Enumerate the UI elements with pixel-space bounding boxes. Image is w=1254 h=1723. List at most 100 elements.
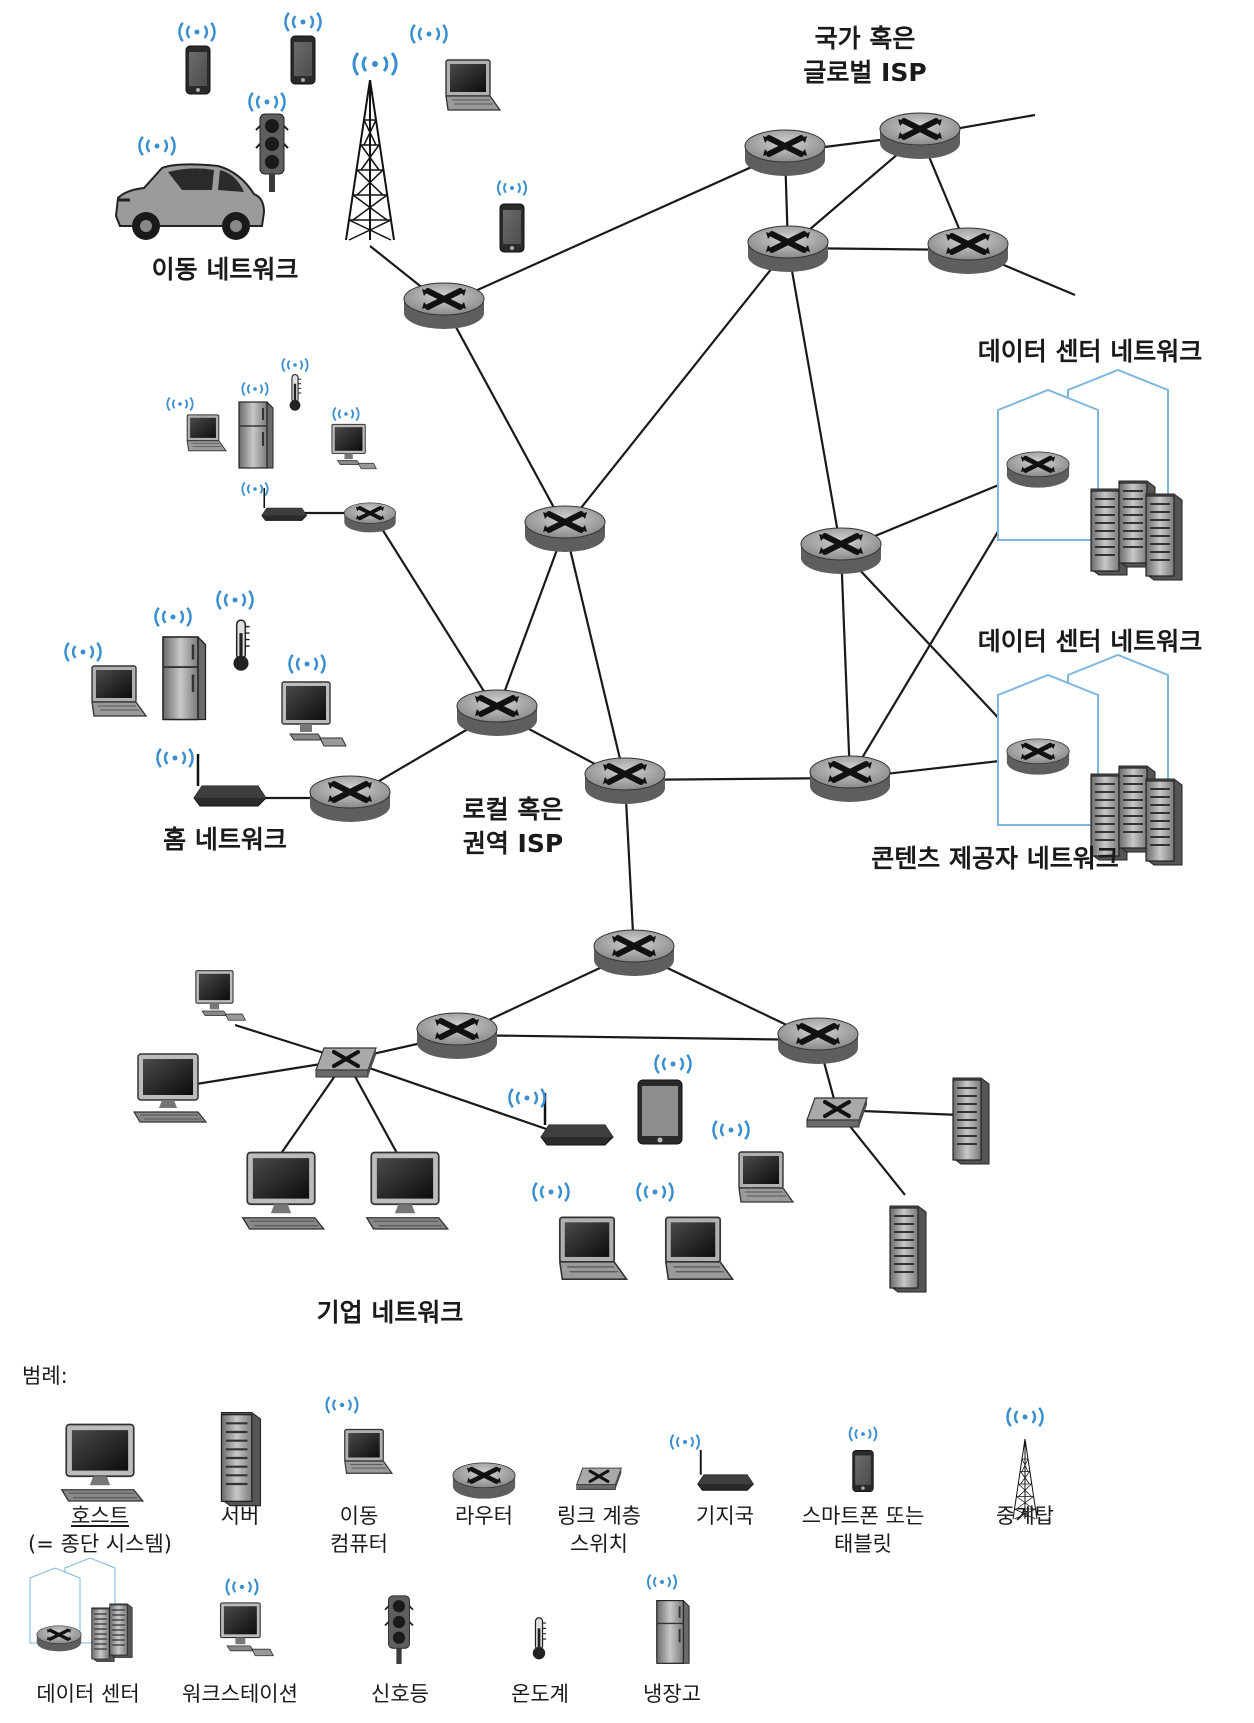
wifi-signal-icon bbox=[496, 179, 528, 197]
legend-workstation-icon bbox=[219, 1602, 274, 1657]
link-global-content bbox=[786, 247, 843, 551]
legend-item-mobile-computer-line2: 컴퓨터 bbox=[330, 1532, 388, 1556]
router-icon bbox=[810, 756, 890, 802]
legend-item-workstation: 워크스테이션 bbox=[170, 1680, 310, 1708]
wifi-signal-icon bbox=[325, 1395, 359, 1415]
legend-smartphone-icon bbox=[852, 1449, 874, 1493]
legend-item-host-line1: 호스트 bbox=[71, 1504, 129, 1528]
legend-item-traffic-light: 신호등 bbox=[355, 1680, 445, 1708]
link-layer-switch-icon bbox=[314, 1046, 378, 1079]
router-icon bbox=[310, 776, 390, 822]
legend-item-data-center-line1: 데이터 센터 bbox=[36, 1682, 140, 1706]
legend-item-server: 서버 bbox=[200, 1502, 280, 1530]
wifi-signal-icon bbox=[138, 135, 176, 157]
workstation-icon bbox=[281, 681, 347, 747]
label-mobile-network: 이동 네트워크 bbox=[151, 255, 299, 284]
router-icon bbox=[880, 113, 960, 159]
server-icon bbox=[1145, 493, 1183, 581]
legend-refrigerator-icon bbox=[655, 1599, 691, 1665]
label-global-isp: 국가 혹은 글로벌 ISP bbox=[790, 22, 940, 90]
wifi-signal-icon bbox=[1006, 1406, 1044, 1428]
legend-item-host-line2: (= 종단 시스템) bbox=[28, 1532, 172, 1556]
mobile-network bbox=[114, 11, 528, 253]
refrigerator-icon bbox=[161, 635, 207, 721]
legend-item-mobile-computer: 이동 컴퓨터 bbox=[314, 1502, 404, 1558]
label-global-isp-line2: 글로벌 ISP bbox=[803, 58, 927, 87]
wifi-signal-icon bbox=[225, 1577, 259, 1597]
label-regional-isp-line1: 로컬 혹은 bbox=[462, 795, 564, 824]
legend-item-link-layer-switch: 링크 계층 스위치 bbox=[544, 1502, 654, 1558]
laptop-icon bbox=[738, 1151, 794, 1203]
wifi-signal-icon bbox=[848, 1425, 878, 1443]
router-icon bbox=[525, 506, 605, 552]
workstation-icon bbox=[331, 423, 377, 470]
link-home1-regional bbox=[371, 512, 498, 713]
wifi-signal-icon bbox=[332, 406, 360, 422]
wifi-signal-icon bbox=[288, 653, 326, 675]
legend-thermometer-icon bbox=[532, 1616, 547, 1661]
smartphone-icon bbox=[185, 45, 211, 95]
router-icon bbox=[342, 500, 398, 535]
legend-item-host: 호스트 (= 종단 시스템) bbox=[20, 1502, 180, 1558]
legend-item-smartphone: 스마트폰 또는 태블릿 bbox=[783, 1502, 943, 1558]
smartphone-icon bbox=[499, 203, 525, 253]
legend-item-data-center: 데이터 센터 bbox=[18, 1680, 158, 1708]
host-icon bbox=[195, 970, 246, 1021]
legend-link-layer-switch-icon bbox=[575, 1466, 623, 1492]
laptop-icon bbox=[558, 1216, 628, 1281]
legend-item-cell-tower-line1: 중계탑 bbox=[996, 1504, 1054, 1528]
cell-tower-icon bbox=[345, 79, 395, 241]
label-data-center-network-2: 데이터 센터 네트워크 bbox=[977, 627, 1203, 656]
link-mobile-regional bbox=[443, 304, 566, 529]
router-icon bbox=[457, 690, 537, 736]
wifi-signal-icon bbox=[156, 747, 194, 769]
thermometer-icon bbox=[232, 619, 251, 672]
link-layer-switch-icon bbox=[805, 1096, 869, 1129]
router-icon bbox=[778, 1018, 858, 1064]
link-global-regional bbox=[564, 247, 789, 529]
wifi-signal-icon bbox=[178, 21, 216, 43]
router-icon bbox=[594, 930, 674, 976]
wifi-signal-icon bbox=[248, 91, 286, 113]
laptop-icon bbox=[186, 414, 227, 452]
legend-item-traffic-light-line1: 신호등 bbox=[371, 1682, 429, 1706]
legend-item-base-station: 기지국 bbox=[680, 1502, 770, 1530]
router-icon bbox=[801, 528, 881, 574]
enterprise-network bbox=[133, 970, 990, 1293]
legend-server-icon bbox=[220, 1411, 262, 1507]
link-regional-1 bbox=[495, 527, 567, 713]
router-icon bbox=[928, 228, 1008, 274]
home-network-2 bbox=[64, 589, 347, 808]
legend-item-base-station-line1: 기지국 bbox=[696, 1504, 754, 1528]
legend-item-mobile-computer-line1: 이동 bbox=[339, 1504, 379, 1528]
refrigerator-icon bbox=[238, 401, 274, 469]
router-icon bbox=[585, 758, 665, 804]
router-icon bbox=[748, 226, 828, 272]
legend-item-router: 라우터 bbox=[434, 1502, 534, 1530]
router-icon bbox=[404, 283, 484, 329]
wifi-signal-icon bbox=[712, 1119, 750, 1141]
wifi-signal-icon bbox=[410, 23, 448, 45]
link-content-1 bbox=[839, 549, 852, 779]
routers bbox=[310, 113, 1069, 1064]
legend-base-station-icon bbox=[696, 1448, 755, 1492]
link-mobile-global bbox=[443, 150, 786, 307]
smartphone-icon bbox=[637, 1079, 683, 1145]
wifi-signal-icon bbox=[508, 1087, 546, 1109]
legend-router-icon bbox=[453, 1463, 515, 1499]
wifi-signal-icon bbox=[654, 1053, 692, 1075]
router-icon bbox=[417, 1013, 497, 1059]
thermometer-icon bbox=[288, 373, 302, 412]
label-enterprise-network: 기업 네트워크 bbox=[316, 1298, 464, 1327]
smartphone-icon bbox=[290, 35, 316, 85]
label-home-network: 홈 네트워크 bbox=[163, 825, 287, 854]
router-icon bbox=[35, 1624, 83, 1654]
wifi-signal-icon bbox=[284, 11, 322, 33]
link-regional-2 bbox=[563, 527, 627, 781]
wifi-signal-icon bbox=[636, 1181, 674, 1203]
legend-traffic-light-icon bbox=[384, 1594, 414, 1665]
legend-title: 범례: bbox=[22, 1364, 68, 1388]
home-network-1 bbox=[166, 357, 377, 522]
legend-item-router-line1: 라우터 bbox=[455, 1504, 513, 1528]
